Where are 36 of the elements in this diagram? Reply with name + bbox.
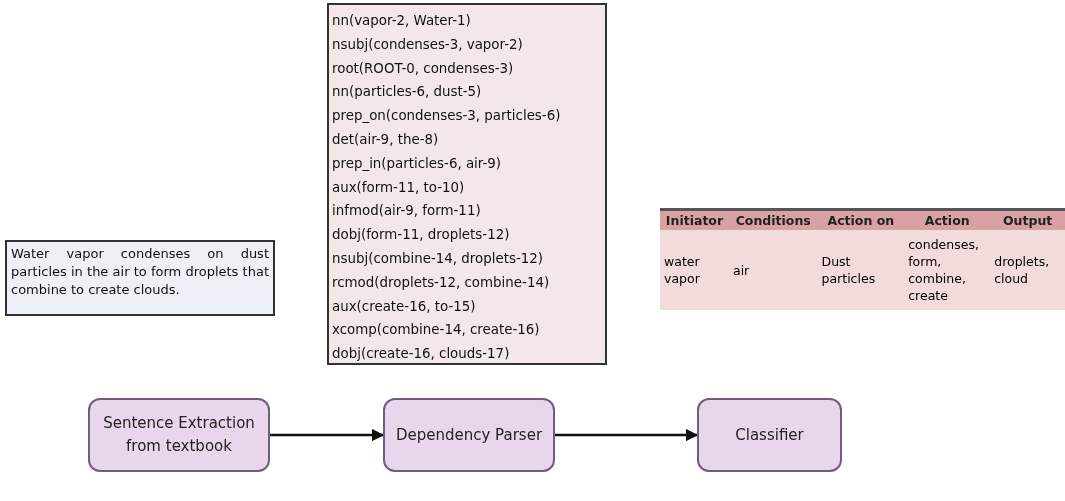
dependency-relation: dobj(form-11, droplets-12) [332, 226, 510, 245]
column-header: Action [904, 209, 991, 230]
dependency-relation: prep_in(particles-6, air-9) [332, 154, 502, 173]
table-cell: Dust particles [817, 230, 905, 310]
table-cell: air [729, 230, 818, 310]
process-box [697, 398, 842, 472]
dependency-relation: aux(create-16, to-15) [332, 297, 476, 316]
sentence-box [5, 240, 275, 316]
dependency-relation: aux(form-11, to-10) [332, 178, 465, 197]
dependency-relation: nsubj(combine-14, droplets-12) [332, 249, 543, 268]
dependency-relation: det(air-9, the-8) [332, 131, 439, 149]
dependency-relation: prep_on(condenses-3, particles-6) [332, 107, 561, 126]
process-label: Dependency Parser [395, 424, 543, 446]
column-header: Output [990, 209, 1065, 230]
process-box [88, 398, 270, 472]
arrow [555, 428, 699, 442]
column-header: Initiator [660, 209, 729, 230]
table-cell: condenses, form, combine, create [904, 230, 991, 310]
process-label: Classifier [735, 424, 804, 446]
dependency-relation: nn(vapor-2, Water-1) [332, 12, 471, 30]
sentence-text: Water vapor condenses on dust particles in the air to form droplets that combine to create clouds. [11, 245, 269, 299]
dependency-relation: xcomp(combine-14, create-16) [332, 321, 540, 340]
table-cell: water vapor [660, 230, 729, 310]
dependency-relation: infmod(air-9, form-11) [332, 202, 481, 221]
dependency-relation: nn(particles-6, dust-5) [332, 83, 482, 102]
process-box [383, 398, 555, 472]
table-cell: droplets, cloud [990, 230, 1065, 310]
dependency-relation: dobj(create-16, clouds-17) [332, 345, 510, 364]
dependency-relation: rcmod(droplets-12, combine-14) [332, 273, 550, 292]
dependency-relation: nsubj(condenses-3, vapor-2) [332, 35, 523, 54]
process-label: Sentence Extraction from textbook [102, 413, 256, 457]
arrow [270, 428, 385, 442]
column-header: Action on [817, 209, 905, 230]
dependency-list-box [327, 3, 607, 365]
dependency-relation: root(ROOT-0, condenses-3) [332, 59, 514, 78]
column-header: Conditions [729, 209, 818, 230]
